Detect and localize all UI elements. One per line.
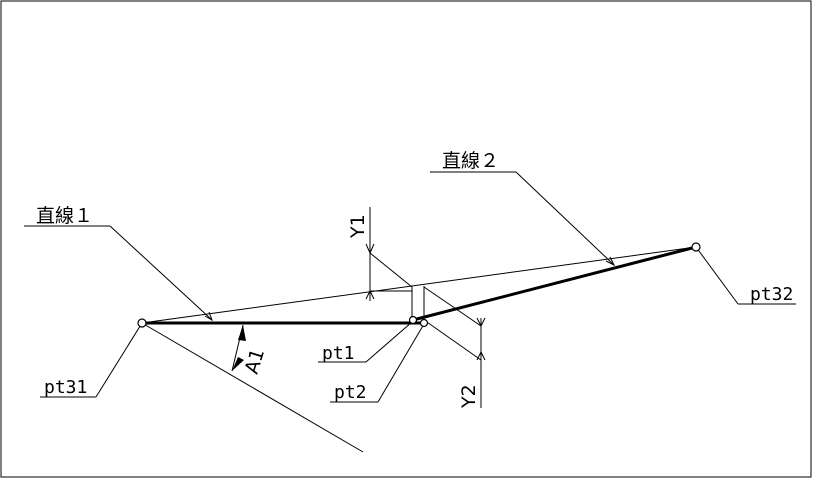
- construction-line-pt31-pt32: [141, 246, 697, 324]
- pt1-label: pt1: [322, 343, 355, 364]
- a1-arrow-bottom: [232, 357, 244, 371]
- pt32-label: pt32: [750, 284, 793, 305]
- line-2: [412, 245, 697, 322]
- point-pt2: [419, 318, 429, 328]
- pt31-label: pt31: [44, 377, 87, 398]
- pt1-leader: [365, 321, 413, 363]
- y1-extension-line: [369, 252, 413, 288]
- y1-label: Y1: [347, 214, 369, 239]
- pt31-leader: [95, 322, 143, 398]
- point-pt1: [408, 315, 418, 325]
- pt2-leader: [377, 323, 425, 403]
- point-pt32: [691, 242, 701, 252]
- y2-extension-line: [423, 286, 482, 327]
- y2-arrow-bottom: [476, 350, 486, 361]
- pt32-leader: [695, 246, 739, 305]
- a1-label: A1: [241, 346, 269, 376]
- y2-label: Y2: [458, 384, 480, 409]
- y2-extension-line-2: [423, 319, 482, 361]
- point-pt31: [137, 318, 147, 328]
- line1-leader: [109, 225, 213, 321]
- line2-leader: [515, 171, 615, 266]
- line2-label: 直線２: [442, 150, 499, 172]
- pt2-label: pt2: [334, 382, 367, 403]
- line2-leader-arrow: [605, 256, 616, 267]
- a1-arrow-top: [238, 325, 246, 341]
- line1-label: 直線１: [36, 205, 93, 227]
- line1-leader-arrow: [204, 311, 213, 322]
- angle-reference-line: [141, 322, 364, 453]
